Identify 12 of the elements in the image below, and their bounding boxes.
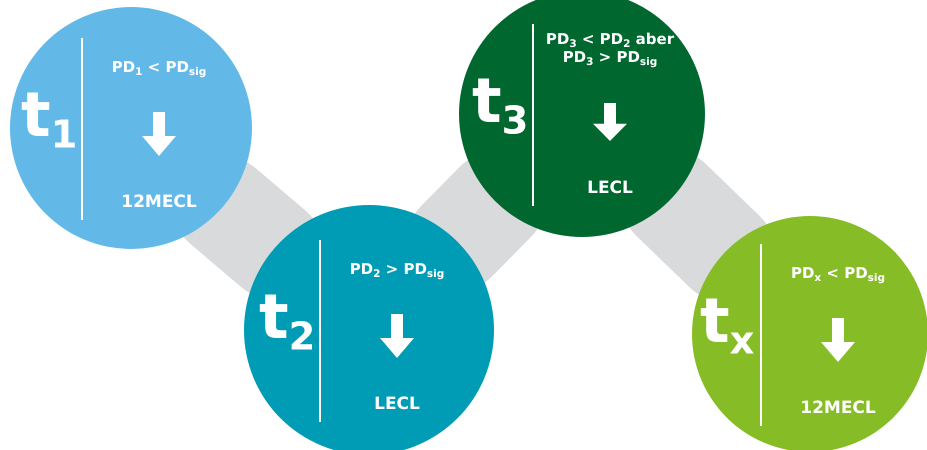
condition-text: PD$_{3}$ < PD$_{2}$ aber PD$_{3}$ > PD$_{sig}$	[544, 30, 676, 66]
result-text: 12MECL	[121, 192, 197, 212]
condition-text: PD$_{1}$ < PD$_{sig}$	[112, 58, 206, 76]
result-text: 12MECL	[800, 398, 876, 418]
result-text: LECL	[587, 178, 633, 198]
time-label: t$_{x}$	[700, 290, 754, 352]
time-label: t$_{2}$	[259, 286, 316, 348]
condition-text: PD$_{x}$ < PD$_{sig}$	[790, 264, 886, 282]
condition-text: PD$_{2}$ > PD$_{sig}$	[350, 260, 444, 278]
time-label: t$_{1}$	[21, 84, 78, 146]
result-text: LECL	[374, 394, 420, 414]
time-label: t$_{3}$	[472, 70, 528, 132]
